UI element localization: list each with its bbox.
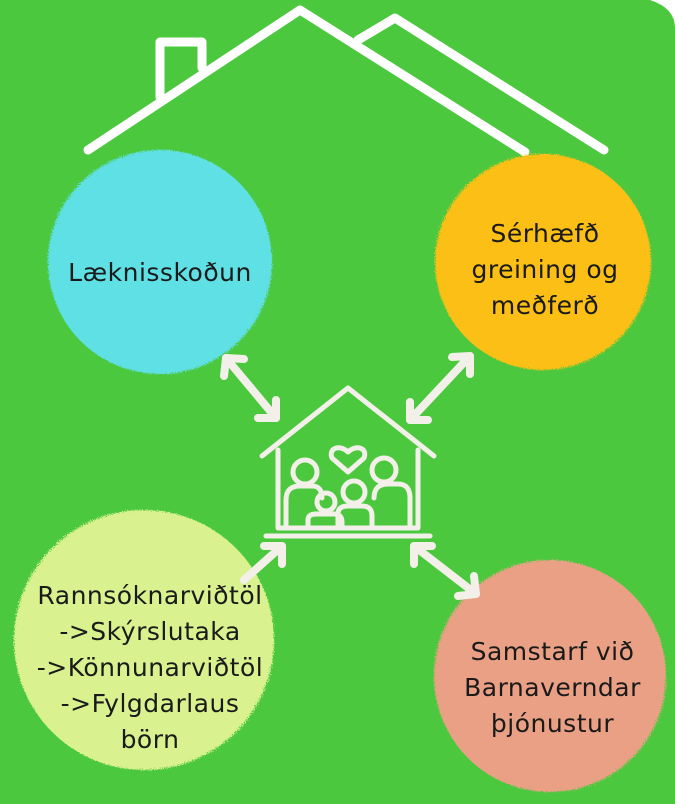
node-text-line: ->Skýrslutaka <box>59 617 241 646</box>
circle-serhaefd <box>435 154 651 370</box>
node-label-serhaefd: Sérhæfð greining og meðferð <box>440 205 650 335</box>
node-text-line: ->Fylgdarlaus <box>60 689 240 718</box>
node-text-line: Rannsóknarviðtöl <box>37 581 263 610</box>
circle-samstarf <box>434 560 666 792</box>
arrow-center-to-serhaefd <box>406 352 474 424</box>
node-label-samstarf: Samstarf við Barnaverndar þjónustur <box>430 618 675 758</box>
arrow-center-to-samstarf <box>410 542 480 600</box>
node-label-laeknisskodun: Læknisskoðun <box>40 245 280 301</box>
node-text-line: Barnaverndar <box>464 673 641 702</box>
circle-laeknisskodun <box>48 150 272 374</box>
arrow-center-to-laeknisskodun <box>220 354 280 422</box>
node-text-line: ->Könnunarviðtöl <box>36 653 264 682</box>
arrow-center-to-rannsokn <box>240 542 286 584</box>
node-text-line: Sérhæfð <box>490 219 600 248</box>
circle-rannsokn <box>14 510 274 770</box>
node-text-line: Læknisskoðun <box>68 258 252 287</box>
node-text-line: börn <box>120 725 180 754</box>
node-text-line: greining og <box>471 255 619 284</box>
node-text-line: meðferð <box>490 291 600 320</box>
family-house-heart-icon <box>259 385 437 539</box>
node-label-rannsokn: Rannsóknarviðtöl ->Skýrslutaka ->Könnuna… <box>0 568 300 768</box>
house-roof-outline-icon <box>83 5 609 157</box>
node-text-line: þjónustur <box>490 709 615 738</box>
node-text-line: Samstarf við <box>470 637 635 666</box>
